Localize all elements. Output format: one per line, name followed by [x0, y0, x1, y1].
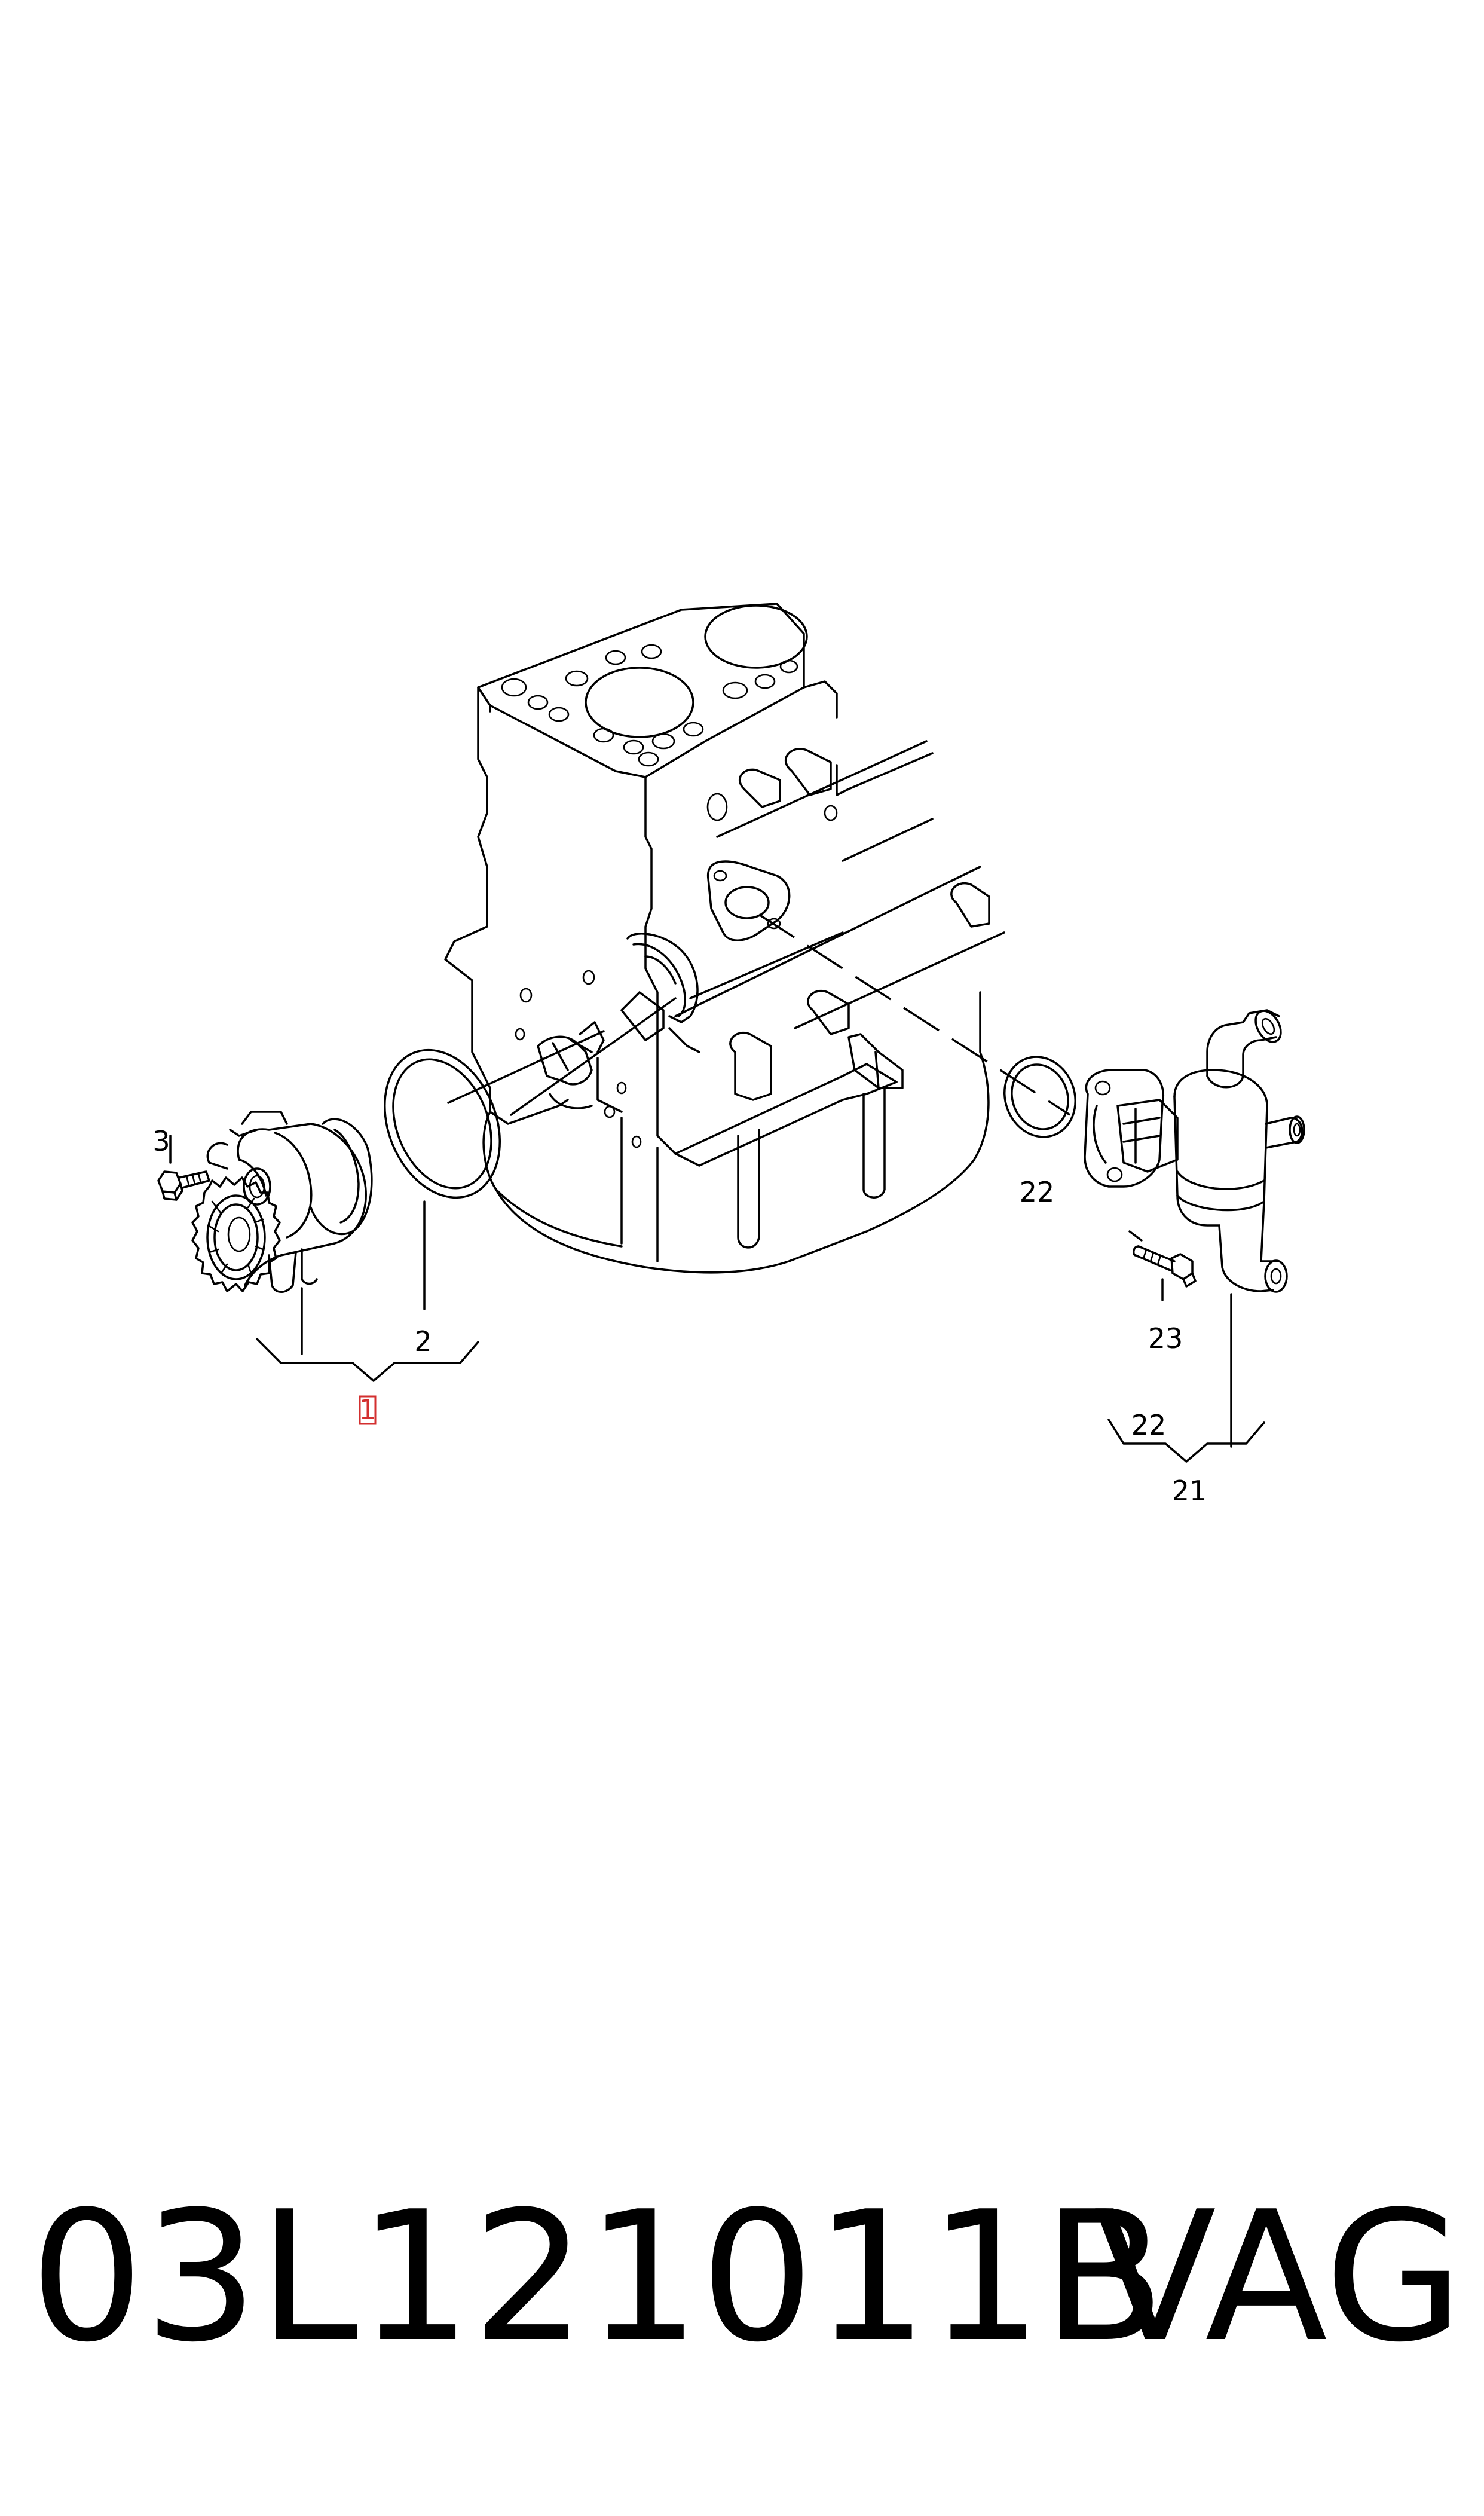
bolt-23 [1128, 1230, 1197, 1301]
callout-1: 1 [359, 1393, 376, 1426]
callout-23: 23 [1148, 1322, 1183, 1355]
water-pump-o-ring [384, 1048, 501, 1199]
callout-3: 3 [152, 1125, 170, 1157]
callout-22-bracket: 22 [1131, 1409, 1167, 1441]
leader-lines [256, 1200, 1265, 1463]
callout-2: 2 [414, 1325, 432, 1358]
thermostat-o-ring [1003, 1056, 1077, 1138]
brand-name: VAG [1094, 2173, 1464, 2382]
water-pump [191, 1111, 373, 1293]
thermostat-housing [1084, 1009, 1305, 1293]
engine-block [444, 603, 1005, 1274]
callout-labels: 3 2 1 22 23 22 21 [152, 1125, 1207, 1507]
part-number: 03L121011B [30, 2173, 1165, 2382]
callout-21: 21 [1172, 1475, 1207, 1507]
callout-1-highlight[interactable]: 1 [359, 1393, 376, 1426]
footer: 03L121011B VAG [0, 2188, 1484, 2367]
assembly-axis-lines [447, 913, 1070, 1116]
callout-22-oring: 22 [1020, 1176, 1055, 1208]
bolt-3 [157, 1135, 210, 1201]
